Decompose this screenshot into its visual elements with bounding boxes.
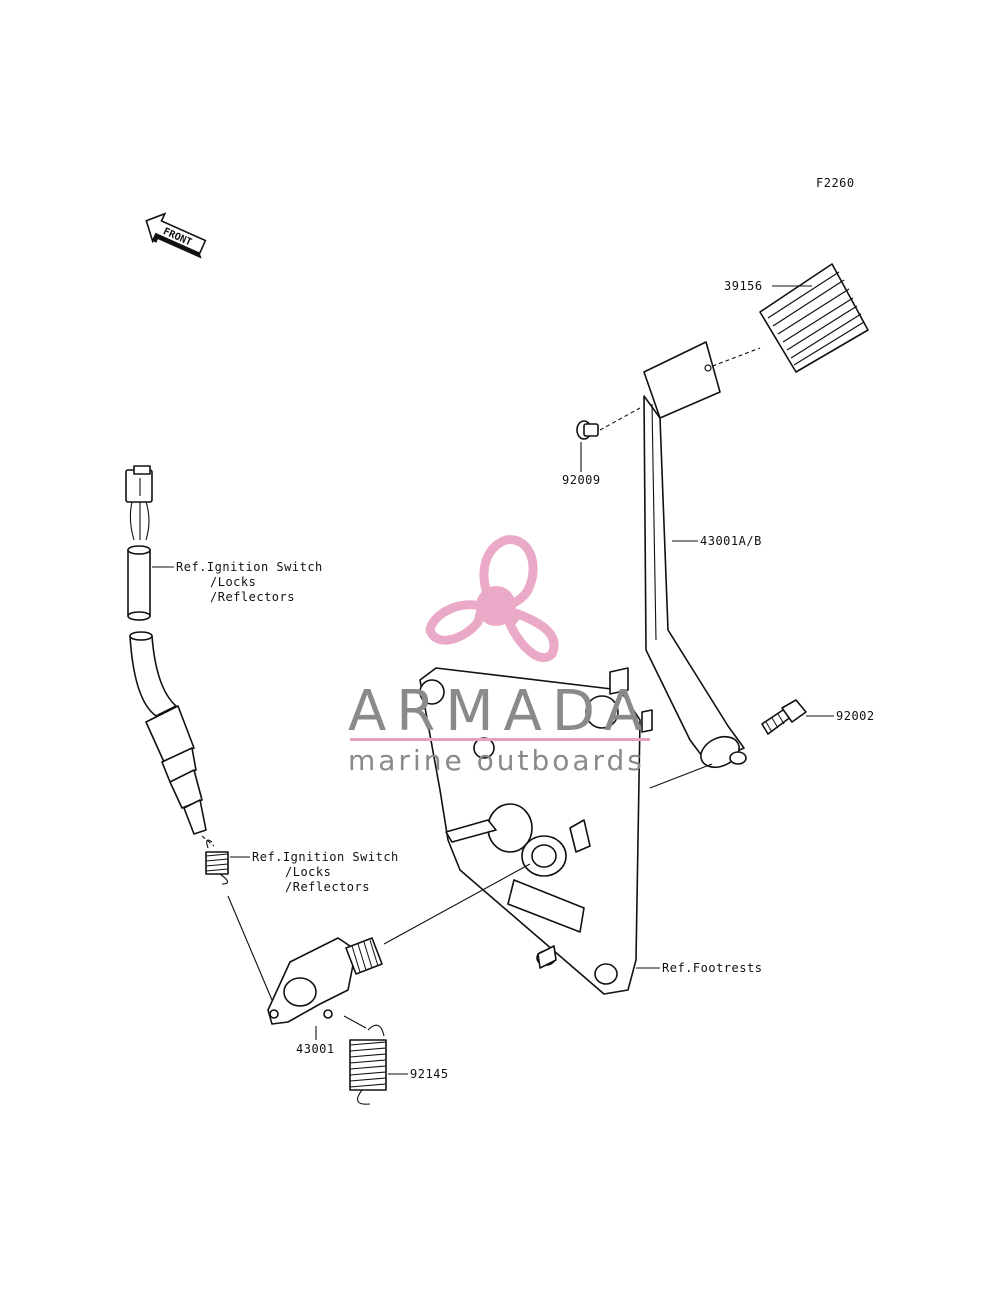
- brake-switch-cable: [127, 545, 207, 835]
- label-92009: 92009: [562, 473, 601, 487]
- spring-92145: [349, 1024, 387, 1105]
- label-ref-ignition-top-2: /Locks: [210, 575, 256, 589]
- label-ref-ignition-top-1: Ref.Ignition Switch: [176, 560, 323, 574]
- footrest-bracket: [419, 667, 653, 995]
- label-43001ab: 43001A/B: [700, 534, 762, 548]
- label-92002: 92002: [836, 709, 875, 723]
- switch-spring: [205, 839, 229, 885]
- label-92145: 92145: [410, 1067, 449, 1081]
- brake-switch-connector: [125, 465, 153, 541]
- front-arrow-icon: FRONT: [145, 212, 207, 259]
- watermark-tagline: marine outboards: [348, 744, 645, 777]
- nut-92009: [576, 420, 599, 440]
- label-39156: 39156: [724, 279, 763, 293]
- label-43001: 43001: [296, 1042, 335, 1056]
- armada-logo-icon: [425, 535, 559, 663]
- label-ref-ignition-mid-3: /Reflectors: [285, 880, 370, 894]
- label-ref-ignition-mid-2: /Locks: [285, 865, 331, 879]
- label-ref-ignition-top-3: /Reflectors: [210, 590, 295, 604]
- watermark-brand: ARMADA: [348, 679, 652, 744]
- label-ref-ignition-mid-1: Ref.Ignition Switch: [252, 850, 399, 864]
- label-ref-footrests: Ref.Footrests: [662, 961, 762, 975]
- pedal-pad-39156: [759, 263, 869, 373]
- brake-pedal-arm: [643, 341, 747, 769]
- watermark-rule: [350, 738, 650, 741]
- figure-code: F2260: [816, 176, 855, 190]
- lever-43001: [267, 937, 383, 1025]
- bolt-92002: [761, 699, 807, 735]
